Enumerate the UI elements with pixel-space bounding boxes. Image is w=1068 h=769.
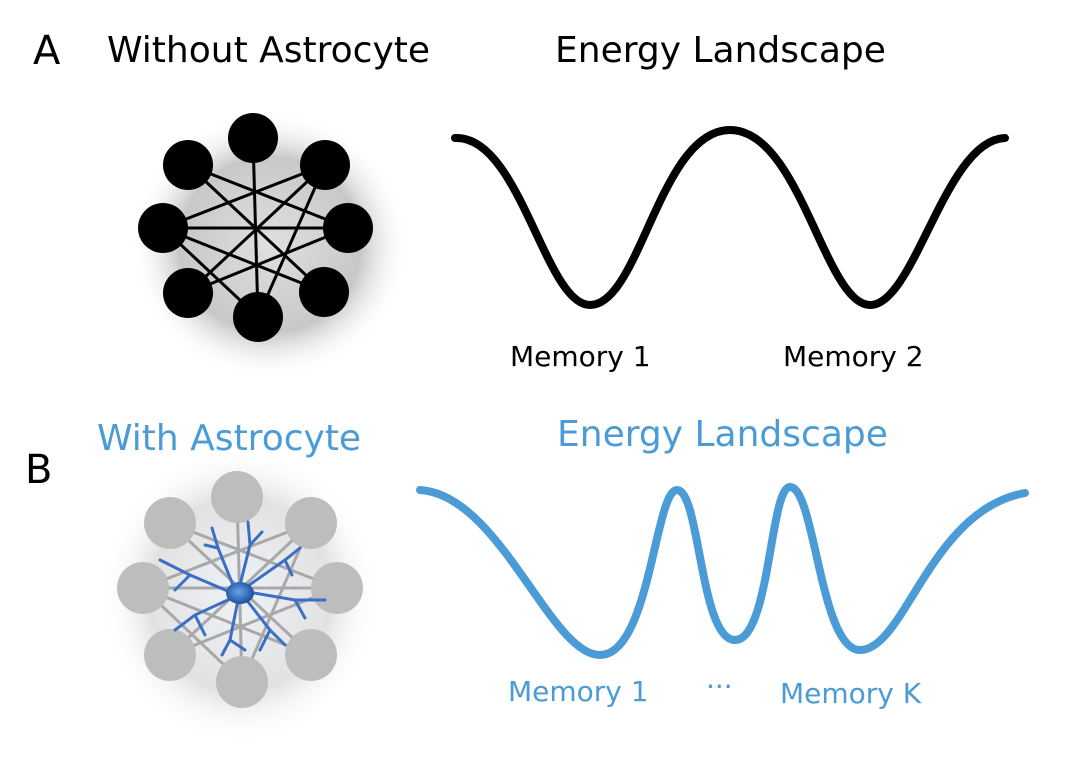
- neuron-node: [117, 562, 169, 614]
- panel-a-memory-2-label: Memory 2: [783, 340, 924, 373]
- neuron-node: [163, 140, 213, 190]
- panel-b-memory-k-label: Memory K: [780, 677, 922, 710]
- neuron-node: [323, 203, 373, 253]
- panel-a-label: A: [33, 28, 61, 74]
- panel-b-ellipsis: ···: [706, 670, 733, 703]
- neuron-node: [216, 656, 268, 708]
- energy-curve-many-minima: [416, 482, 1029, 660]
- astrocyte-icon: [158, 520, 327, 657]
- panel-a-title: Without Astrocyte: [107, 30, 431, 71]
- neuron-node: [311, 562, 363, 614]
- neuron-node: [144, 629, 196, 681]
- network-without-astrocyte: [130, 110, 410, 380]
- neuron-node: [163, 268, 213, 318]
- neuron-node: [211, 471, 263, 523]
- neuron-node: [144, 497, 196, 549]
- panel-b-landscape-title: Energy Landscape: [557, 414, 888, 455]
- astrocyte-soma: [226, 582, 254, 604]
- neuron-node: [285, 497, 337, 549]
- energy-curve-two-minima: [451, 125, 1009, 310]
- panel-b-memory-1-label: Memory 1: [508, 675, 649, 708]
- neuron-node: [138, 203, 188, 253]
- panel-a-landscape-title: Energy Landscape: [555, 30, 886, 71]
- network-with-astrocyte: [100, 445, 380, 745]
- neuron-node: [299, 267, 349, 317]
- neuron-node: [228, 113, 278, 163]
- panel-b-label: B: [25, 447, 53, 493]
- panel-a-memory-1-label: Memory 1: [510, 340, 651, 373]
- neuron-node: [233, 292, 283, 342]
- neuron-node: [300, 140, 350, 190]
- panel-b-title: With Astrocyte: [97, 418, 362, 459]
- neuron-node: [285, 629, 337, 681]
